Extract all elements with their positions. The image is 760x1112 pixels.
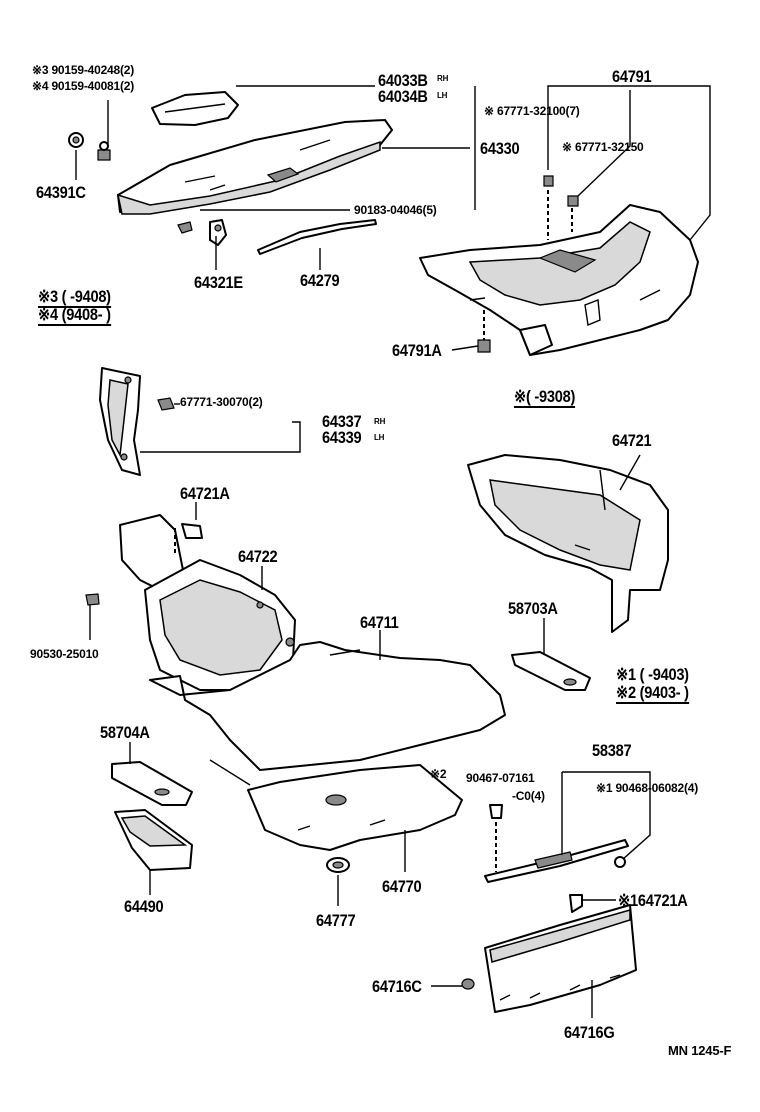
screw-90467 bbox=[489, 804, 503, 819]
label-64722: 64722 bbox=[238, 547, 278, 566]
clip-64791A bbox=[477, 339, 491, 353]
side-trim-64721 bbox=[467, 454, 669, 633]
note-star3: ※3 ( -9408) bbox=[38, 287, 111, 308]
label-star2-small: ※2 bbox=[430, 767, 447, 781]
clip-67771-30070 bbox=[157, 397, 175, 411]
label-64721A-lower: ※164721A bbox=[618, 891, 688, 910]
label-58703A: 58703A bbox=[508, 599, 558, 618]
clip-90530 bbox=[85, 593, 100, 606]
label-64791A: 64791A bbox=[392, 341, 442, 360]
note-star4: ※4 (9408- ) bbox=[38, 305, 111, 326]
label-64770: 64770 bbox=[382, 877, 422, 896]
label-64321E: 64321E bbox=[194, 273, 243, 292]
clip-67771-32100 bbox=[543, 175, 554, 187]
label-90468-06082: ※1 90468-06082(4) bbox=[596, 781, 699, 795]
label-64391C: 64391C bbox=[36, 183, 86, 202]
clip-67771-32150 bbox=[567, 195, 579, 207]
floor-board-64770 bbox=[247, 764, 463, 851]
trunk-floor-mat-64711 bbox=[149, 641, 506, 786]
label-67771-32100: ※ 67771-32100(7) bbox=[484, 104, 580, 118]
drawing-code: MN 1245-F bbox=[668, 1043, 732, 1058]
label-67771-32150: ※ 67771-32150 bbox=[562, 140, 644, 154]
nut-90468 bbox=[614, 856, 626, 868]
label-90159-40248: ※3 90159-40248(2) bbox=[32, 63, 135, 77]
trim-panel-64716G bbox=[484, 904, 637, 1013]
label-64711: 64711 bbox=[360, 613, 399, 632]
note-star-9308: ※( -9308) bbox=[514, 387, 576, 408]
weatherstrip-64279 bbox=[257, 219, 377, 255]
label-90530-25010: 90530-25010 bbox=[30, 647, 99, 661]
quarter-pillar-trim bbox=[99, 367, 141, 476]
plug-64777 bbox=[326, 857, 350, 873]
clip-64321E bbox=[209, 219, 227, 246]
label-64033B: 64033B bbox=[378, 71, 428, 90]
label-67771-30070: 67771-30070(2) bbox=[180, 395, 263, 409]
label-64721: 64721 bbox=[612, 431, 652, 450]
label-90467-sub: -C0(4) bbox=[512, 789, 545, 803]
clip-64721A bbox=[181, 523, 203, 539]
screw-90159 bbox=[97, 141, 111, 161]
clip-64716C bbox=[461, 978, 475, 990]
label-64279: 64279 bbox=[300, 271, 340, 290]
label-64721A-upper: 64721A bbox=[180, 484, 230, 503]
label-64791: 64791 bbox=[612, 67, 652, 86]
clip-90183 bbox=[177, 221, 193, 234]
speaker-cover bbox=[151, 91, 239, 126]
tag-64034B: LH bbox=[437, 91, 448, 100]
note-star1: ※1 ( -9403) bbox=[616, 665, 689, 684]
tag-64337: RH bbox=[374, 417, 386, 426]
label-64490: 64490 bbox=[124, 897, 164, 916]
label-64716C: 64716C bbox=[372, 977, 422, 996]
label-90183-04046: 90183-04046(5) bbox=[354, 203, 437, 217]
label-64339: 64339 bbox=[322, 428, 362, 447]
label-64034B: 64034B bbox=[378, 87, 428, 106]
tag-64033B: RH bbox=[437, 74, 449, 83]
tag-64339: LH bbox=[374, 433, 385, 442]
label-64716G: 64716G bbox=[564, 1023, 615, 1042]
label-58704A: 58704A bbox=[100, 723, 150, 742]
label-90159-40081: ※4 90159-40081(2) bbox=[32, 79, 135, 93]
clip-64391C bbox=[68, 132, 84, 148]
storage-box-64490 bbox=[114, 809, 193, 871]
label-90467-07161: 90467-07161 bbox=[466, 771, 535, 785]
plate-58703A bbox=[511, 651, 591, 691]
label-64777: 64777 bbox=[316, 911, 356, 930]
label-64330: 64330 bbox=[480, 139, 520, 158]
clip-64721A-lower bbox=[569, 894, 583, 913]
label-58387: 58387 bbox=[592, 741, 632, 760]
note-star2: ※2 (9403- ) bbox=[616, 683, 689, 704]
trunk-lid-trim bbox=[419, 204, 699, 356]
label-64337: 64337 bbox=[322, 412, 362, 431]
retainer-58387 bbox=[484, 839, 629, 883]
plate-58704A bbox=[111, 761, 193, 806]
package-tray-trim bbox=[117, 119, 393, 215]
